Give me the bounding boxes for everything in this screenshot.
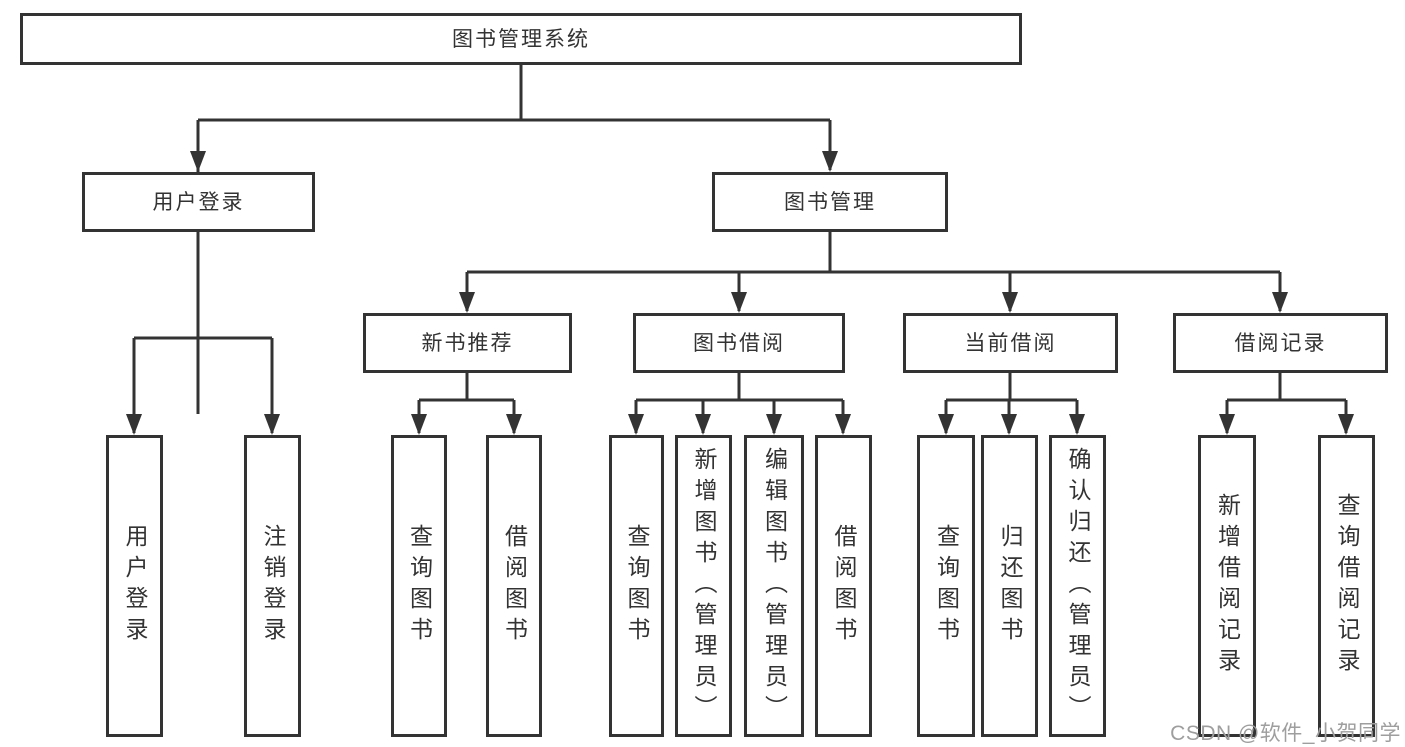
leaf-confirm-return-admin: 确认归还（管理员） [1049,435,1106,737]
node-user-login-branch: 用户登录 [82,172,315,232]
arrow-down-icon [695,414,711,435]
leaf-return-books: 归还图书 [981,435,1038,737]
node-book-management-branch: 图书管理 [712,172,948,232]
arrow-down-icon [835,414,851,435]
csdn-watermark: CSDN @软件_小贺同学 [1170,722,1401,745]
arrow-down-icon [190,151,206,172]
arrow-down-icon [264,414,280,435]
leaf-logout: 注销登录 [244,435,301,737]
arrow-down-icon [459,292,475,313]
leaf-query-books-borrowing: 查询图书 [609,435,664,737]
arrow-down-icon [766,414,782,435]
leaf-borrow-books-recommend: 借阅图书 [486,435,542,737]
arrow-down-icon [1002,292,1018,313]
arrow-down-icon [822,151,838,172]
node-library-management-system: 图书管理系统 [20,13,1022,65]
arrow-down-icon [731,292,747,313]
arrow-down-icon [506,414,522,435]
leaf-query-books-recommend: 查询图书 [391,435,447,737]
connector-paths [132,65,1348,433]
node-new-book-recommendation: 新书推荐 [363,313,572,373]
node-borrowing-records: 借阅记录 [1173,313,1388,373]
arrow-down-icon [411,414,427,435]
arrow-down-icon [126,414,142,435]
arrow-down-icon [1272,292,1288,313]
node-book-borrowing: 图书借阅 [633,313,845,373]
arrow-down-icon [938,414,954,435]
leaf-query-borrow-record: 查询借阅记录 [1318,435,1375,737]
leaf-user-login: 用户登录 [106,435,163,737]
arrow-down-icon [1001,414,1017,435]
arrow-down-icon [628,414,644,435]
arrow-down-icon [1338,414,1354,435]
leaf-add-borrow-record: 新增借阅记录 [1198,435,1256,737]
leaf-add-books-admin: 新增图书（管理员） [675,435,732,737]
leaf-edit-books-admin: 编辑图书（管理员） [744,435,804,737]
node-current-borrowing: 当前借阅 [903,313,1118,373]
leaf-query-books-current: 查询图书 [917,435,975,737]
arrow-down-icon [1219,414,1235,435]
leaf-borrow-books-borrowing: 借阅图书 [815,435,872,737]
arrow-down-icon [1069,414,1085,435]
